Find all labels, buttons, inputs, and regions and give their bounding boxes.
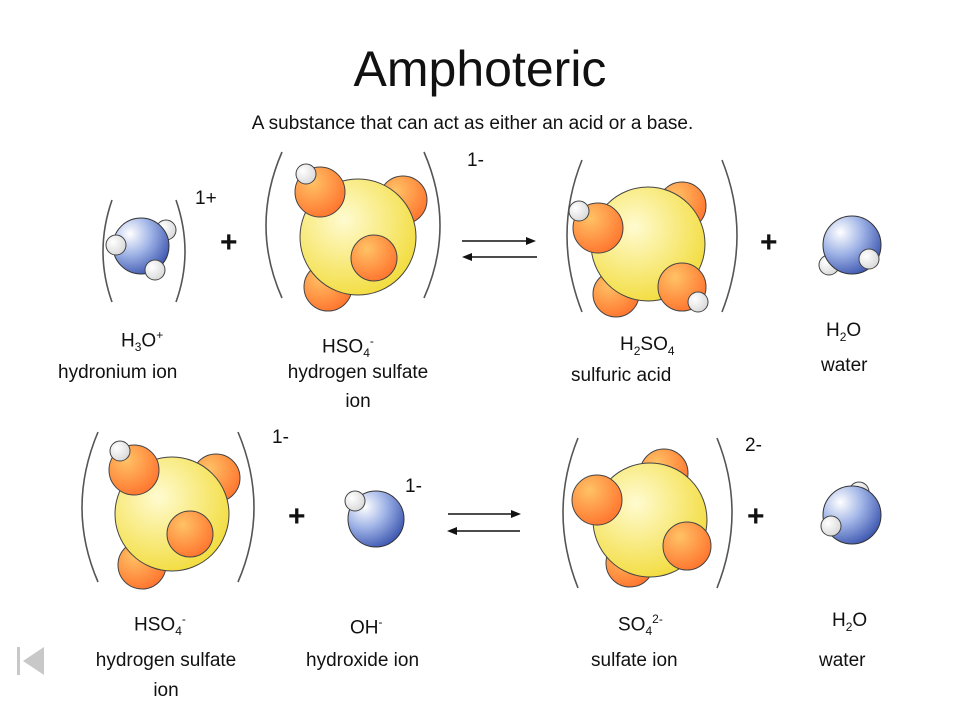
bracket-left xyxy=(566,159,583,313)
bracket-left xyxy=(102,199,113,303)
bracket-left xyxy=(562,437,579,589)
name-hydrogen-sulfate-line2: ion xyxy=(345,391,371,412)
bracket-right xyxy=(423,151,441,299)
charge-label: 1- xyxy=(405,476,422,497)
name-water: water xyxy=(821,355,868,376)
first-slide-icon xyxy=(17,647,44,675)
bracket-right xyxy=(175,199,186,303)
charge-label: 1- xyxy=(272,427,289,448)
hydronium-molecule xyxy=(102,199,186,303)
charge-label: 1- xyxy=(467,150,484,171)
sulfuric-acid-molecule xyxy=(566,159,738,318)
page-subtitle: A substance that can act as either an ac… xyxy=(251,113,694,134)
bracket-right xyxy=(237,431,255,583)
charge-label: 1+ xyxy=(195,188,217,209)
plus-sign: + xyxy=(288,500,306,533)
first-slide-button[interactable] xyxy=(14,646,46,676)
page-title: Amphoteric xyxy=(353,41,607,97)
hydrogen-atom xyxy=(820,515,842,537)
plus-sign: + xyxy=(747,500,765,533)
equilibrium-arrows xyxy=(462,237,537,261)
name-hydrogen-sulfate-line2: ion xyxy=(153,680,179,701)
name-sulfate: sulfate ion xyxy=(591,650,678,671)
sulfate-molecule xyxy=(562,437,733,589)
hydrogen-atom xyxy=(295,163,317,185)
hydrogen-atom xyxy=(858,248,880,270)
hydrogen-sulfate-molecule xyxy=(81,431,255,590)
water-molecule xyxy=(820,481,882,545)
hydrogen-atom xyxy=(109,440,131,462)
oxygen-atom xyxy=(166,510,214,558)
formula-water: H2O xyxy=(832,610,868,634)
formula-hydroxide: OH- xyxy=(350,615,383,639)
formula-hydrogen-sulfate: HSO4- xyxy=(134,612,186,639)
name-hydrogen-sulfate: hydrogen sulfate xyxy=(95,650,237,671)
plus-sign: + xyxy=(220,226,238,259)
bracket-right xyxy=(721,159,738,313)
formula-hydronium: H3O+ xyxy=(121,328,164,355)
charge-label: 2- xyxy=(745,435,762,456)
equilibrium-arrows xyxy=(447,510,521,535)
hydrogen-atom xyxy=(144,259,166,281)
hydroxide-molecule xyxy=(344,490,405,548)
oxygen-atom xyxy=(571,474,623,526)
name-sulfuric-acid: sulfuric acid xyxy=(571,365,672,386)
formula-water: H2O xyxy=(826,320,862,344)
oxygen-atom xyxy=(662,521,712,571)
formula-sulfuric-acid: H2SO4 xyxy=(620,334,675,358)
hydrogen-atom xyxy=(687,291,709,313)
name-water: water xyxy=(819,650,866,671)
name-hydrogen-sulfate: hydrogen sulfate xyxy=(287,362,429,383)
hydrogen-sulfate-molecule xyxy=(265,151,441,312)
hydrogen-atom xyxy=(105,234,127,256)
name-hydronium: hydronium ion xyxy=(58,362,178,383)
bracket-right xyxy=(716,437,733,589)
water-molecule xyxy=(818,215,882,276)
name-hydroxide: hydroxide ion xyxy=(306,650,420,671)
formula-sulfate: SO42- xyxy=(618,612,663,639)
bracket-left xyxy=(265,151,283,299)
oxygen-atom xyxy=(350,234,398,282)
formula-hydrogen-sulfate: HSO4- xyxy=(322,334,374,361)
bracket-left xyxy=(81,431,99,583)
hydrogen-atom xyxy=(568,200,590,222)
hydrogen-atom xyxy=(344,490,366,512)
plus-sign: + xyxy=(760,226,778,259)
